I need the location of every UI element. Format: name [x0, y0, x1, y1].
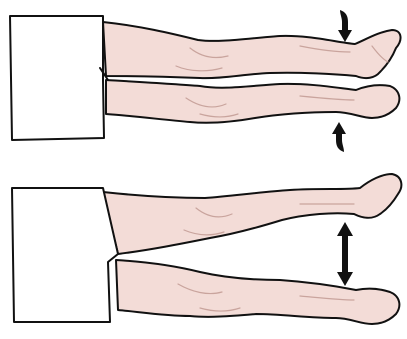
panel-legs-together	[10, 10, 401, 152]
arrow-up-icon	[332, 122, 346, 152]
upper-leg	[103, 174, 401, 254]
lower-leg	[106, 80, 399, 123]
double-arrow-icon	[337, 222, 353, 286]
upper-leg	[103, 22, 401, 78]
arrow-down-icon	[338, 10, 352, 42]
shorts	[10, 16, 108, 140]
lower-leg	[116, 260, 399, 324]
panel-legs-apart	[12, 174, 401, 324]
shorts	[12, 188, 118, 322]
